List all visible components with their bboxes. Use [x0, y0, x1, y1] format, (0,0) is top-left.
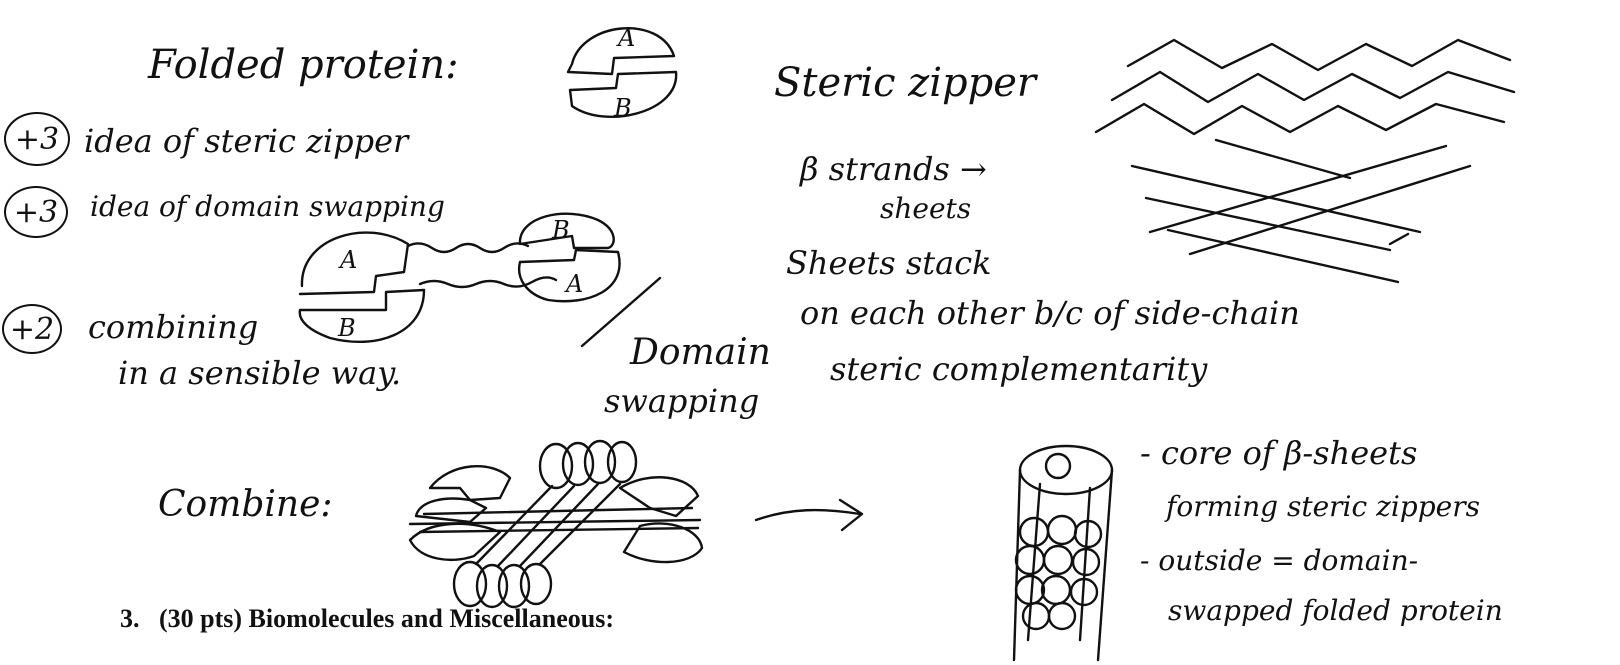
- right-arrow-icon: [756, 500, 862, 530]
- right-a-label: A: [564, 270, 583, 298]
- steric-zipper-zigzags: [1096, 40, 1514, 134]
- left-b-label: B: [337, 314, 356, 342]
- left-a-label: A: [338, 246, 357, 274]
- beta-sheet-strands: [1132, 140, 1470, 282]
- combined-fibril-sketch: [410, 441, 702, 607]
- folded-a-label: A: [616, 24, 635, 52]
- right-b-label: B: [551, 216, 570, 244]
- folded-protein-sketch: A B: [568, 24, 676, 122]
- fibril-cylinder-sketch: [1014, 446, 1112, 660]
- folded-b-label: B: [613, 94, 632, 122]
- domain-swapping-sketch: A B B A: [300, 214, 660, 346]
